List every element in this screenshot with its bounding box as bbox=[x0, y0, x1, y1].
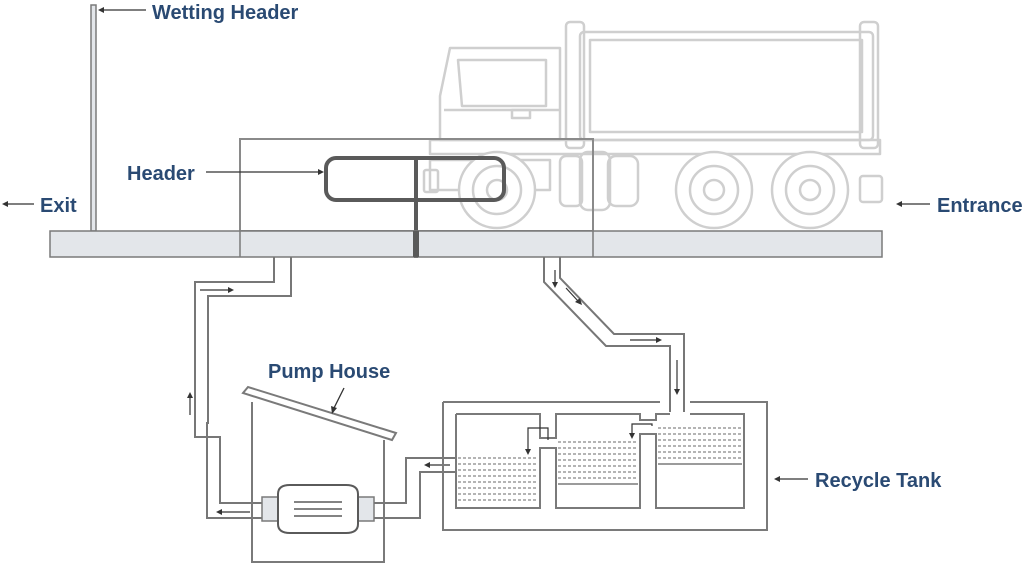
water-chamber-3 bbox=[658, 427, 742, 465]
wetting-header-label: Wetting Header bbox=[152, 2, 299, 24]
label-exit: Exit bbox=[2, 195, 77, 217]
label-recycle-tank: Recycle Tank bbox=[774, 470, 942, 492]
pump-house bbox=[241, 385, 398, 563]
pump-house-label: Pump House bbox=[268, 361, 390, 383]
truck-wheel-front bbox=[457, 150, 537, 230]
exit-label: Exit bbox=[40, 195, 77, 217]
platform bbox=[49, 230, 883, 258]
recycle-tank-label: Recycle Tank bbox=[815, 470, 942, 492]
drain-flow-arrows bbox=[552, 270, 680, 395]
label-entrance: Entrance bbox=[896, 195, 1023, 217]
truck-wheel-rear-2 bbox=[770, 150, 850, 230]
drain-pipe bbox=[543, 257, 685, 412]
recycle-tank bbox=[442, 401, 768, 531]
water-chamber-2 bbox=[558, 441, 638, 485]
truck-illustration bbox=[422, 20, 884, 230]
supply-flow-arrows bbox=[187, 287, 250, 515]
header-label: Header bbox=[127, 163, 195, 185]
entrance-label: Entrance bbox=[937, 195, 1023, 217]
label-wetting-header: Wetting Header bbox=[98, 2, 299, 24]
wetting-header-post bbox=[90, 4, 97, 232]
supply-pipe bbox=[194, 257, 292, 519]
label-pump-house: Pump House bbox=[268, 361, 390, 414]
return-pipe bbox=[374, 457, 456, 519]
label-header: Header bbox=[127, 163, 324, 185]
truck-wheel-rear-1 bbox=[674, 150, 754, 230]
water-chamber-1 bbox=[458, 457, 538, 501]
